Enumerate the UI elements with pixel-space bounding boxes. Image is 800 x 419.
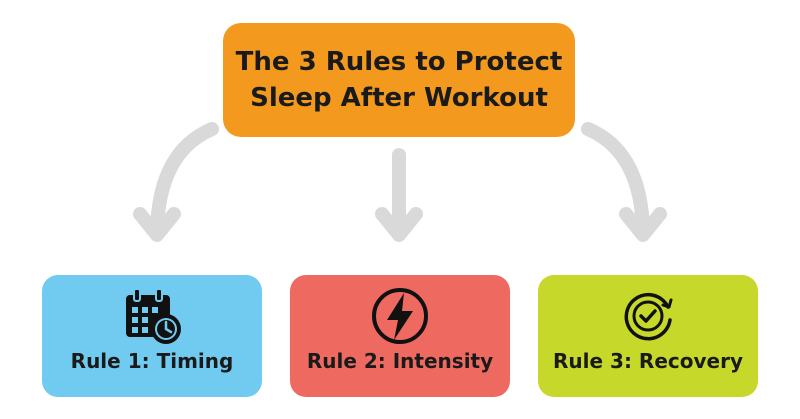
title-box: The 3 Rules to Protect Sleep After Worko…: [223, 23, 575, 137]
lightning-bolt-icon: [368, 285, 432, 347]
title-line-2: Sleep After Workout: [250, 83, 548, 113]
rule-card-recovery: Rule 3: Recovery: [538, 275, 758, 397]
rule-label-recovery: Rule 3: Recovery: [553, 349, 743, 373]
calendar-clock-icon: [120, 285, 184, 347]
arrow-right: [581, 122, 667, 242]
title-line-1: The 3 Rules to Protect: [235, 47, 563, 77]
rule-label-timing: Rule 1: Timing: [70, 349, 234, 373]
rule-label-intensity: Rule 2: Intensity: [306, 349, 494, 373]
check-cycle-icon: [616, 285, 680, 347]
rule-card-intensity: Rule 2: Intensity: [290, 275, 510, 397]
arrow-left: [133, 122, 219, 242]
rule-card-timing: Rule 1: Timing: [42, 275, 262, 397]
arrow-center: [375, 148, 423, 242]
